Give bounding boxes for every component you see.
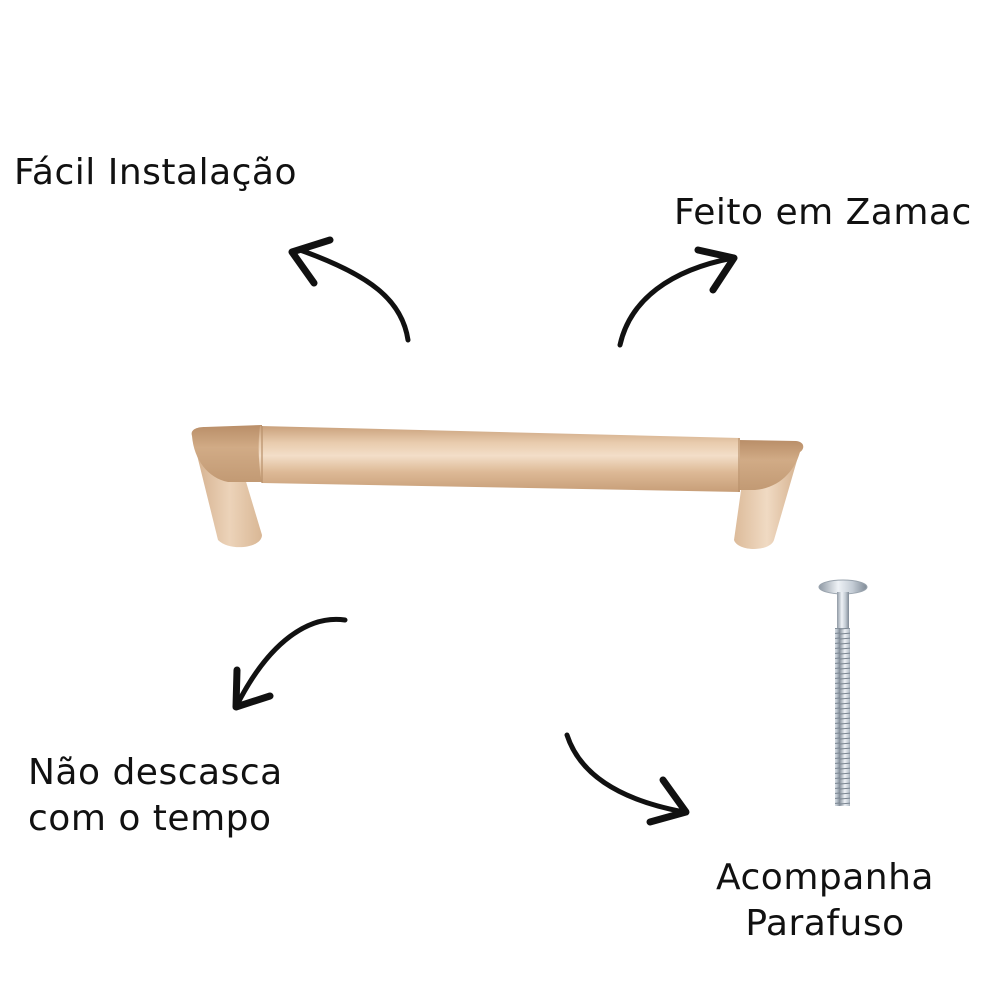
feature-label-line: Acompanha xyxy=(716,857,934,898)
feature-label-line: Feito em Zamac xyxy=(674,192,972,233)
feature-label-does-not-peel: Não descasca com o tempo xyxy=(28,750,283,842)
feature-label-made-of-zamac: Feito em Zamac xyxy=(674,190,972,236)
feature-label-line: Parafuso xyxy=(745,903,905,944)
feature-label-line: Fácil Instalação xyxy=(14,152,298,193)
feature-label-line: com o tempo xyxy=(28,798,272,839)
feature-label-line: Não descasca xyxy=(28,752,283,793)
feature-label-easy-installation: Fácil Instalação xyxy=(14,150,297,196)
feature-label-includes-screw: Acompanha Parafuso xyxy=(700,855,950,947)
